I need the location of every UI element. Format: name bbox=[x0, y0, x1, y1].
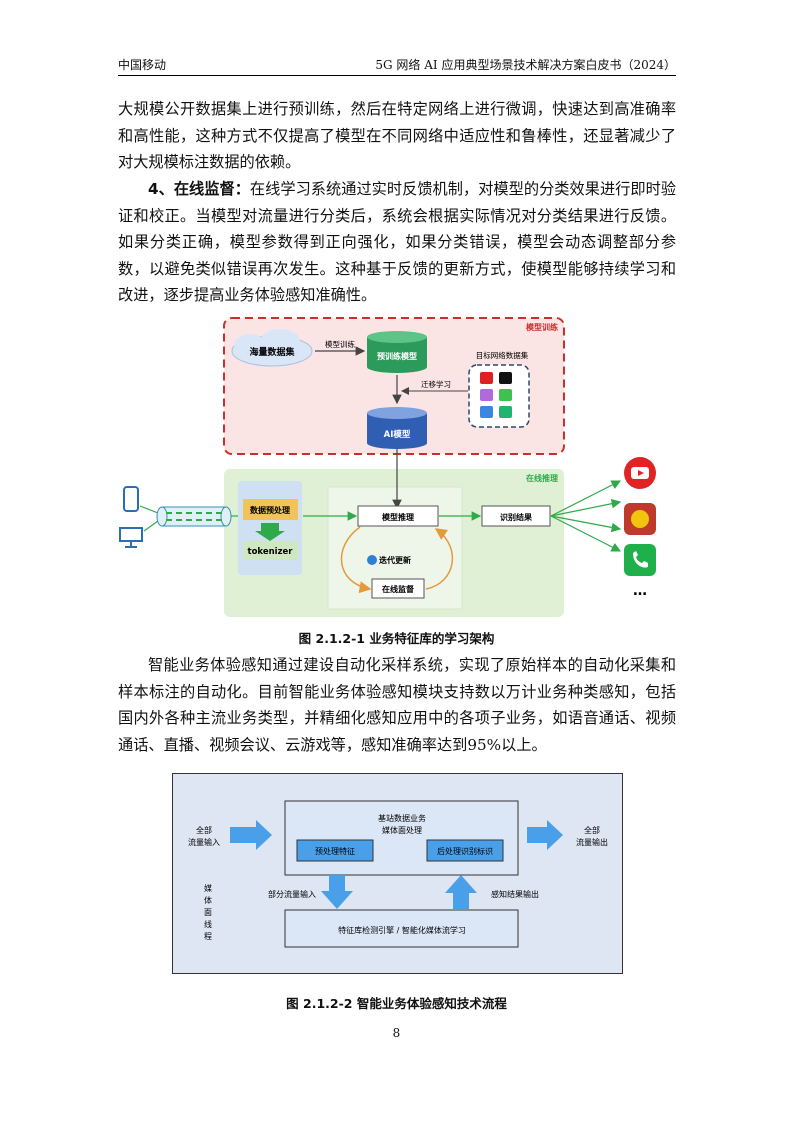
training-label: 模型训练 bbox=[526, 322, 558, 332]
dataset-cloud: 海量数据集 bbox=[231, 329, 313, 367]
post-box bbox=[426, 839, 504, 862]
input-label-1: 全部 bbox=[196, 825, 212, 835]
partial-label: 部分流量输入 bbox=[268, 889, 316, 899]
page-header: 中国移动 5G 网络 AI 应用典型场景技术解决方案白皮书（2024） bbox=[118, 56, 676, 74]
preprocess-label: 数据预处理 bbox=[250, 505, 290, 515]
iteration-loop bbox=[340, 526, 372, 594]
partial-down-arrow bbox=[321, 875, 353, 909]
inference-label: 模型推理 bbox=[382, 512, 414, 522]
svg-text:线: 线 bbox=[204, 919, 212, 929]
header-left: 中国移动 bbox=[118, 58, 167, 72]
pretrained-model-db: 预训练模型 bbox=[367, 331, 427, 373]
input-label-2: 流量输入 bbox=[188, 837, 220, 847]
ai-model-db: AI模型 bbox=[367, 407, 427, 449]
engine-label: 特征库检测引擎 / 智能化媒体流学习 bbox=[338, 925, 466, 935]
tokenizer-box bbox=[243, 541, 298, 560]
center-box bbox=[284, 800, 519, 876]
transfer-label: 迁移学习 bbox=[421, 379, 451, 389]
paragraph-2: 4、在线监督：在线学习系统通过实时反馈机制，对模型的分类效果进行即时验证和校正。… bbox=[118, 176, 676, 309]
app-icon bbox=[480, 406, 493, 418]
app-icon bbox=[480, 372, 493, 384]
paragraph-2-body: 在线学习系统通过实时反馈机制，对模型的分类效果进行即时验证和校正。当模型对流量进… bbox=[118, 180, 677, 305]
game-app-icon bbox=[624, 503, 656, 535]
app-icons-grid bbox=[480, 372, 512, 418]
figure-2-caption: 图 2.1.2-2 智能业务体验感知技术流程 bbox=[286, 996, 507, 1011]
traffic-tube bbox=[156, 506, 232, 527]
inference-box bbox=[357, 505, 439, 527]
result-label: 识别结果 bbox=[500, 512, 532, 522]
preprocess-box bbox=[243, 499, 298, 520]
result-box bbox=[481, 505, 551, 527]
train-arrow-label: 模型训练 bbox=[325, 339, 355, 349]
figure-1-diagram: 模型训练 海量数据集 模型训练 预训练模型 迁移学习 目标网络数据集 AI模型 … bbox=[119, 317, 656, 617]
output-arrow bbox=[527, 820, 563, 850]
header-rule bbox=[118, 75, 676, 76]
paragraph-3: 智能业务体验感知通过建设自动化采样系统，实现了原始样本的自动化采集和样本标注的自… bbox=[118, 656, 676, 754]
pre-box bbox=[296, 839, 374, 862]
app-icon bbox=[480, 389, 493, 401]
perceive-label: 感知结果输出 bbox=[491, 889, 539, 899]
svg-text:体: 体 bbox=[204, 895, 212, 905]
app-icon bbox=[499, 389, 512, 401]
call-app-icon bbox=[624, 544, 656, 576]
svg-text:媒: 媒 bbox=[204, 884, 212, 893]
perceive-up-arrow bbox=[445, 875, 477, 909]
supervise-box bbox=[371, 578, 425, 599]
app-icon bbox=[499, 372, 512, 384]
target-set-label: 目标网络数据集 bbox=[476, 350, 529, 360]
video-app-icon bbox=[624, 457, 656, 489]
down-arrow bbox=[255, 523, 285, 541]
output-label-1: 全部 bbox=[584, 825, 600, 835]
post-label: 后处理识别标识 bbox=[437, 846, 493, 856]
paragraph-1: 大规模公开数据集上进行预训练，然后在特定网络上进行微调，快速达到高准确率和高性能… bbox=[118, 100, 676, 172]
engine-box bbox=[284, 909, 519, 948]
output-label-2: 流量输出 bbox=[576, 837, 608, 847]
figure-2-diagram: 基站数据业务 媒体面处理 预处理特征 后处理识别标识 全部 流量输入 全部 流量… bbox=[172, 773, 623, 974]
center-title-2: 媒体面处理 bbox=[382, 825, 422, 835]
tokenizer-label: tokenizer bbox=[248, 547, 294, 557]
figure-1-caption: 图 2.1.2-1 业务特征库的学习架构 bbox=[298, 631, 495, 646]
cloud-label: 海量数据集 bbox=[249, 346, 295, 358]
paragraph-2-lead: 4、在线监督： bbox=[148, 180, 250, 198]
input-arrow bbox=[230, 820, 272, 850]
app-icon bbox=[499, 406, 512, 418]
header-right: 5G 网络 AI 应用典型场景技术解决方案白皮书（2024） bbox=[375, 58, 676, 72]
refresh-icon bbox=[367, 555, 377, 565]
supervise-label: 在线监督 bbox=[382, 584, 414, 594]
phone-icon bbox=[123, 486, 139, 512]
pre-label: 预处理特征 bbox=[315, 846, 355, 856]
more-ellipsis: … bbox=[633, 583, 647, 599]
ai-model-label: AI模型 bbox=[384, 429, 411, 440]
center-title-1: 基站数据业务 bbox=[378, 813, 426, 823]
page-number: 8 bbox=[392, 1026, 401, 1040]
pretrained-label: 预训练模型 bbox=[377, 351, 417, 361]
iterate-label: 迭代更新 bbox=[379, 555, 411, 565]
side-label: 媒 体 面 线 程 bbox=[204, 884, 212, 941]
online-label: 在线推理 bbox=[526, 473, 558, 483]
svg-text:程: 程 bbox=[204, 932, 212, 941]
svg-text:面: 面 bbox=[204, 908, 212, 917]
monitor-icon bbox=[119, 527, 143, 548]
